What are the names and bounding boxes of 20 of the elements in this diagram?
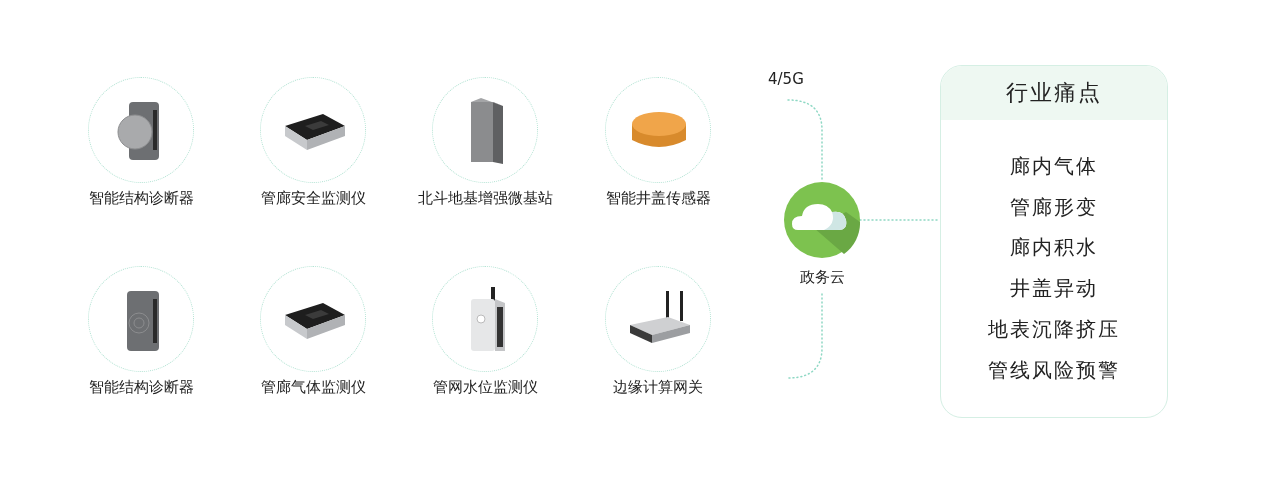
device-label: 北斗地基增强微基站 bbox=[417, 189, 553, 207]
list-item: 管线风险预警 bbox=[988, 357, 1120, 382]
cloud-label: 政务云 bbox=[799, 268, 845, 286]
device-label: 智能井盖传感器 bbox=[605, 189, 711, 207]
device-label: 边缘计算网关 bbox=[613, 378, 703, 396]
dotted-line bbox=[787, 293, 823, 379]
dotted-line bbox=[787, 99, 823, 183]
device-label: 管廊气体监测仪 bbox=[260, 378, 366, 396]
device-label: 智能结构诊断器 bbox=[88, 378, 194, 396]
list-item: 地表沉降挤压 bbox=[988, 316, 1120, 341]
network-label: 4/5G bbox=[768, 70, 804, 88]
list-item: 廊内气体 bbox=[1010, 154, 1098, 178]
list-item: 井盖异动 bbox=[1010, 276, 1098, 301]
device-label: 智能结构诊断器 bbox=[88, 189, 194, 207]
device-label: 管网水位监测仪 bbox=[432, 378, 538, 396]
card-header: 行业痛点 bbox=[941, 66, 1167, 120]
list-item: 廊内积水 bbox=[1010, 235, 1098, 260]
card bbox=[940, 65, 1168, 418]
list-item: 管廊形变 bbox=[1010, 194, 1098, 219]
device-label: 管廊安全监测仪 bbox=[260, 189, 366, 207]
